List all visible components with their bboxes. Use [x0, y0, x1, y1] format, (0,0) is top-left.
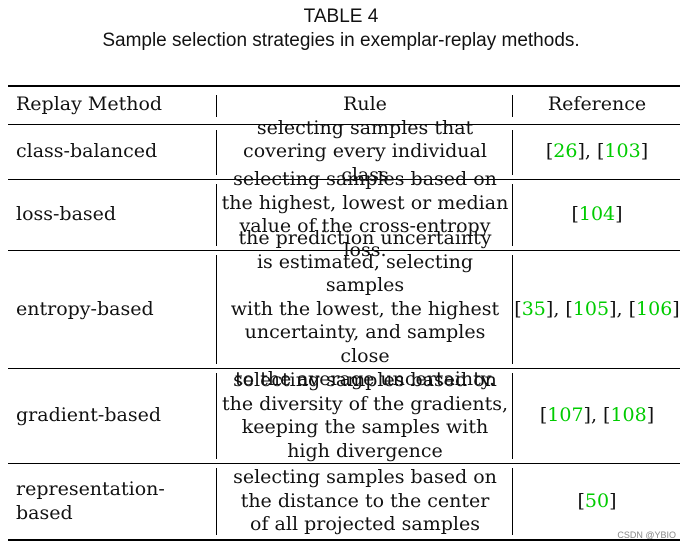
table-number: TABLE 4 [303, 6, 379, 27]
replay-method-cell: gradient-based [16, 404, 161, 427]
header-replay-method: Replay Method [16, 93, 163, 116]
rule-line: selecting samples based on [233, 466, 497, 489]
row-divider [8, 250, 680, 251]
column-separator [512, 184, 513, 246]
rule-line: the diversity of the gradients, [221, 392, 509, 415]
column-separator [512, 130, 513, 175]
rule-line: the highest, lowest or median [221, 191, 509, 214]
replay-method-cell: entropy-based [16, 297, 154, 320]
citation-link[interactable]: 50 [584, 489, 610, 512]
replay-method-cell: loss-based [16, 203, 117, 226]
table-title: Sample selection strategies in exemplar-… [102, 30, 580, 51]
column-separator [512, 255, 513, 364]
rule-line: selecting samples that [256, 116, 474, 139]
rule-line: is estimated, selecting samples [256, 250, 474, 297]
rule-line: high divergence [287, 439, 443, 462]
citation-link[interactable]: 103 [604, 140, 641, 163]
column-separator [512, 373, 513, 459]
rule-line: value of the cross-entropy loss. [239, 215, 491, 261]
row-divider [8, 463, 680, 464]
reference-cell: [35], [105], [106] [514, 297, 680, 320]
column-separator [512, 468, 513, 535]
column-separator [216, 95, 217, 117]
row-divider [8, 179, 680, 180]
rule-line: selecting samples based on [233, 168, 497, 190]
row-divider [8, 368, 680, 369]
rule-line: of all projected samples [250, 513, 480, 536]
header-rule: Rule [343, 93, 387, 116]
reference-cell: [104] [571, 203, 623, 226]
column-separator [216, 468, 217, 535]
column-separator [216, 255, 217, 364]
rule-line: uncertainty, and samples close [244, 321, 486, 367]
citation-link[interactable]: 35 [521, 297, 546, 320]
replay-method-cell: representation-based [16, 478, 165, 524]
citation-link[interactable]: 105 [572, 297, 610, 320]
rule-line: the prediction uncertainty [238, 227, 492, 250]
rule-line: the distance to the center [240, 489, 490, 512]
column-separator [216, 184, 217, 246]
column-separator [512, 95, 513, 117]
reference-cell: [107], [108] [539, 404, 655, 427]
column-separator [216, 130, 217, 175]
header-rule [8, 124, 680, 125]
rule-line: with the lowest, the highest [230, 297, 500, 320]
column-separator [216, 373, 217, 459]
watermark: CSDN @YBIO [617, 530, 676, 540]
citation-link[interactable]: 107 [547, 404, 584, 427]
replay-method-cell: class-balanced [16, 140, 158, 163]
citation-link[interactable]: 104 [578, 203, 616, 226]
reference-cell: [26], [103] [545, 140, 649, 163]
citation-link[interactable]: 108 [610, 404, 647, 427]
rule-line: to the average uncertainty. [234, 368, 496, 391]
header-reference: Reference [547, 93, 647, 116]
bottom-rule [8, 539, 680, 541]
reference-cell: [50] [577, 489, 617, 512]
citation-link[interactable]: 106 [636, 297, 673, 320]
top-rule [8, 85, 680, 87]
citation-link[interactable]: 26 [553, 140, 578, 163]
rule-line: covering every individual class [243, 140, 487, 186]
rule-line: selecting samples based on [233, 369, 497, 391]
rule-line: keeping the samples with [241, 416, 489, 438]
